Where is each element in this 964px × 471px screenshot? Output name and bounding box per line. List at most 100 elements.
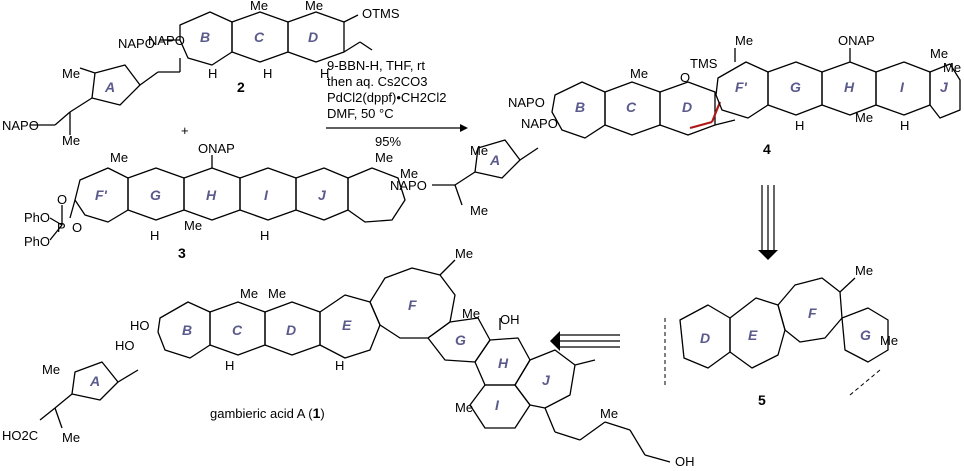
- bond-line: [343, 41, 361, 53]
- ring-A: A: [104, 79, 115, 95]
- bond-line: [839, 277, 856, 293]
- label-me: Me: [600, 406, 618, 421]
- label-me: Me: [42, 362, 60, 377]
- bond-line: [39, 407, 56, 421]
- label-napo: NAPO: [521, 116, 558, 131]
- label-me: Me: [880, 333, 898, 348]
- compound-5: Me Me D E F G 5: [664, 263, 898, 408]
- label-napo: NAPO: [148, 33, 185, 48]
- bond-line: [69, 199, 76, 219]
- label-me: Me: [943, 60, 961, 75]
- compound-number-1: 1: [313, 405, 321, 421]
- ring-outline: [729, 297, 786, 369]
- bond-line: [849, 369, 881, 396]
- label-h: H: [335, 358, 344, 373]
- label-oh: OH: [675, 454, 695, 469]
- bond-line: [544, 407, 556, 433]
- bond-line: [519, 147, 539, 161]
- compound-number-2: 2: [237, 79, 245, 95]
- ring-H: H: [498, 355, 509, 371]
- ring-A: A: [489, 152, 500, 168]
- label-me: Me: [930, 46, 948, 61]
- ring-Fprime: F': [95, 187, 108, 203]
- label-ho: HO: [130, 318, 150, 333]
- condition-line-2: then aq. Cs2CO3: [327, 74, 427, 89]
- label-otms: OTMS: [362, 6, 400, 21]
- ring-F: F: [808, 305, 817, 321]
- bond-line: [54, 393, 73, 409]
- reaction-yield: 95%: [375, 134, 401, 149]
- ring-outline: [157, 301, 211, 359]
- label-p: P: [57, 220, 66, 235]
- ring-Fprime: F': [735, 79, 748, 95]
- label-h: H: [225, 358, 234, 373]
- ring-G: G: [455, 332, 466, 348]
- ring-outline: [179, 11, 233, 66]
- ring-H: H: [206, 187, 217, 203]
- condition-line-3: PdCl2(dppf)•CH2Cl2: [327, 90, 446, 105]
- ring-outline: [319, 294, 381, 359]
- bond-line: [554, 431, 581, 441]
- label-napo: NAPO: [508, 95, 545, 110]
- bond-line: [359, 41, 373, 51]
- bond-line: [644, 454, 671, 463]
- label-me: Me: [470, 143, 488, 158]
- ring-outline: [239, 167, 297, 221]
- bond-line: [604, 421, 631, 431]
- ring-C: C: [232, 322, 243, 338]
- compound-number-4: 4: [763, 141, 771, 157]
- ring-outline: [347, 167, 406, 223]
- condition-line-1: 9-BBN-H, THF, rt: [327, 58, 425, 73]
- arrowhead-icon: [550, 331, 560, 351]
- condition-line-4: DMF, 50 °C: [327, 106, 394, 121]
- label-me: Me: [462, 306, 480, 321]
- label-me: Me: [305, 0, 323, 13]
- ring-G: G: [860, 327, 871, 343]
- ring-J: J: [940, 79, 949, 95]
- bond-line: [54, 111, 71, 126]
- ring-outline: [841, 307, 889, 363]
- bond-line: [79, 67, 96, 74]
- compound-name-1: gambieric acid A (1): [210, 405, 325, 421]
- label-me: Me: [110, 150, 128, 165]
- label-me: Me: [62, 133, 80, 148]
- ring-B: B: [182, 322, 192, 338]
- label-h: H: [320, 66, 329, 81]
- ring-H: H: [844, 79, 855, 95]
- arrowhead-icon: [758, 250, 778, 260]
- ring-C: C: [254, 29, 265, 45]
- bond-line: [579, 421, 606, 441]
- compound-1: HO HO HO2C OH OH Me Me Me Me Me Me Me Me…: [2, 246, 695, 469]
- bond-line: [454, 171, 476, 186]
- ring-D: D: [700, 330, 710, 346]
- ring-I: I: [900, 79, 905, 95]
- label-h: H: [263, 66, 272, 81]
- bond-line: [343, 14, 359, 23]
- label-napo: NAPO: [390, 178, 427, 193]
- ring-outline: [551, 81, 606, 139]
- ring-J: J: [318, 187, 327, 203]
- label-me: Me: [268, 286, 286, 301]
- ring-D: D: [286, 322, 296, 338]
- label-tms: TMS: [690, 56, 718, 71]
- bond-line: [710, 101, 722, 123]
- ring-D: D: [682, 99, 692, 115]
- plus-sign: +: [181, 123, 189, 138]
- arrowhead-icon: [460, 124, 468, 132]
- ring-outline: [369, 267, 456, 339]
- ring-E: E: [748, 327, 758, 343]
- label-h: H: [150, 228, 159, 243]
- ring-I: I: [264, 187, 269, 203]
- ring-E: E: [342, 317, 352, 333]
- label-o: O: [680, 70, 690, 85]
- bond-line: [117, 369, 139, 383]
- ring-G: G: [790, 79, 801, 95]
- ring-outline: [91, 64, 141, 106]
- multistep-arrow-left: [550, 331, 620, 351]
- bond-line: [629, 429, 646, 456]
- ring-outline: [474, 139, 521, 179]
- label-me: Me: [455, 246, 473, 261]
- compound-name-text: gambieric acid A (: [210, 406, 313, 421]
- label-me: Me: [375, 150, 393, 165]
- bond-line: [49, 217, 63, 226]
